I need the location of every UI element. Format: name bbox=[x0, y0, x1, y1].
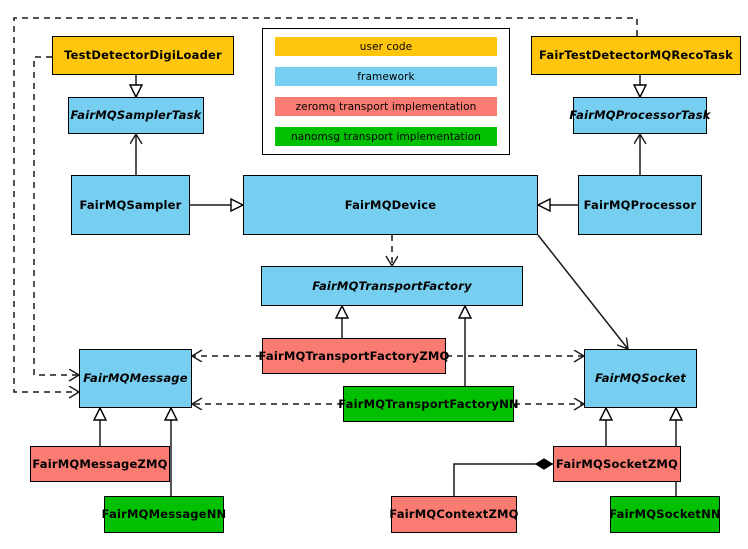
edge-device-to-socket bbox=[537, 234, 628, 349]
node-label: FairTestDetectorMQRecoTask bbox=[539, 48, 733, 63]
node-label: FairMQProcessorTask bbox=[569, 108, 711, 123]
node-fairmqtransportfactory[interactable]: FairMQTransportFactory bbox=[261, 266, 523, 306]
node-label: TestDetectorDigiLoader bbox=[64, 48, 222, 63]
node-label: FairMQContextZMQ bbox=[389, 507, 519, 522]
legend-label: framework bbox=[357, 70, 415, 83]
node-label: FairMQTransportFactory bbox=[312, 278, 472, 293]
node-label: FairMQMessageZMQ bbox=[32, 456, 168, 471]
node-label: FairMQSocketZMQ bbox=[556, 456, 678, 471]
legend-item-user-code: user code bbox=[275, 37, 497, 56]
node-fairmqdevice[interactable]: FairMQDevice bbox=[243, 175, 538, 235]
node-fairmqsamplertask[interactable]: FairMQSamplerTask bbox=[68, 97, 204, 134]
node-fairtestdetectormqrecotask[interactable]: FairTestDetectorMQRecoTask bbox=[531, 36, 741, 75]
node-label: FairMQMessage bbox=[83, 371, 188, 386]
node-label: FairMQSocket bbox=[594, 371, 687, 386]
legend-item-framework: framework bbox=[275, 67, 497, 86]
node-label: FairMQSampler bbox=[79, 197, 182, 212]
node-label: FairMQDevice bbox=[344, 197, 437, 212]
legend-label: zeromq transport implementation bbox=[295, 100, 477, 113]
legend-label: user code bbox=[359, 40, 413, 53]
legend-label: nanomsg transport implementation bbox=[290, 130, 482, 143]
node-fairmqmessagenn[interactable]: FairMQMessageNN bbox=[101, 496, 227, 533]
node-fairmqsocket[interactable]: FairMQSocket bbox=[584, 349, 697, 408]
node-label: FairMQSamplerTask bbox=[70, 108, 202, 123]
node-testdetectordigiloader[interactable]: TestDetectorDigiLoader bbox=[52, 36, 234, 75]
node-fairmqcontextzmq[interactable]: FairMQContextZMQ bbox=[389, 496, 519, 533]
node-fairmqmessage[interactable]: FairMQMessage bbox=[79, 349, 192, 408]
node-fairmqsocketzmq[interactable]: FairMQSocketZMQ bbox=[553, 446, 681, 482]
edge-contextzmq-to-socketzmq bbox=[453, 464, 553, 496]
node-fairmqprocessortask[interactable]: FairMQProcessorTask bbox=[569, 97, 710, 134]
node-fairmqsampler[interactable]: FairMQSampler bbox=[71, 175, 190, 235]
legend-panel: user code framework zeromq transport imp… bbox=[262, 28, 510, 155]
node-label: FairMQSocketNN bbox=[609, 507, 721, 522]
node-label: FairMQProcessor bbox=[583, 197, 697, 212]
legend-item-zeromq: zeromq transport implementation bbox=[275, 97, 497, 116]
node-fairmqtransportfactoryzmq[interactable]: FairMQTransportFactoryZMQ bbox=[259, 338, 449, 374]
node-fairmqsocketnn[interactable]: FairMQSocketNN bbox=[609, 496, 721, 533]
node-label: FairMQMessageNN bbox=[101, 507, 227, 522]
node-fairmqprocessor[interactable]: FairMQProcessor bbox=[578, 175, 702, 235]
node-fairmqmessagezmq[interactable]: FairMQMessageZMQ bbox=[30, 446, 170, 482]
node-label: FairMQTransportFactoryNN bbox=[338, 396, 519, 411]
legend-item-nanomsg: nanomsg transport implementation bbox=[275, 127, 497, 146]
node-fairmqtransportfactorynn[interactable]: FairMQTransportFactoryNN bbox=[338, 386, 519, 422]
node-label: FairMQTransportFactoryZMQ bbox=[258, 348, 450, 363]
